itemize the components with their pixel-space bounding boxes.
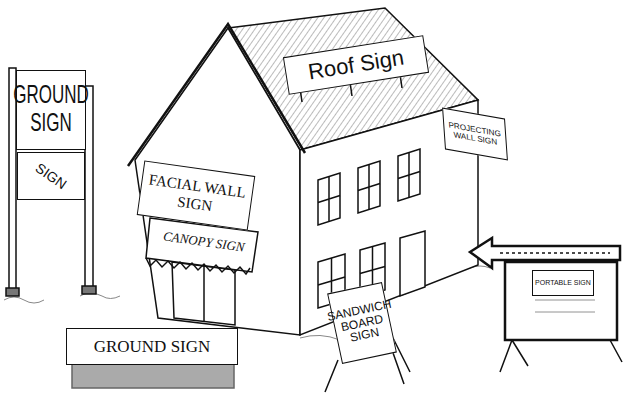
- sign-panel: GROUND SIGN: [16, 70, 86, 150]
- front-wall: [135, 28, 300, 335]
- window: [358, 161, 380, 213]
- sign-text: GROUND SIGN: [13, 82, 89, 138]
- sign-panel: GROUND SIGN: [66, 328, 238, 365]
- door: [400, 231, 425, 296]
- post-base: [6, 288, 19, 296]
- sign-text: PORTABLE SIGN: [535, 277, 591, 288]
- window-bar: [358, 165, 380, 210]
- sign-text: SIGN: [33, 160, 69, 191]
- sign-post: [85, 86, 93, 292]
- portable-frame: [505, 262, 617, 340]
- window-bar: [318, 177, 340, 222]
- sign-text: GROUND SIGN: [94, 338, 211, 355]
- window: [318, 173, 340, 225]
- sign-text: CANOPY SIGN: [162, 229, 245, 253]
- portable-legs: [500, 340, 622, 372]
- sign-text: Roof Sign: [307, 47, 406, 84]
- door-split: [203, 266, 205, 322]
- window-bar: [398, 153, 420, 198]
- sign-text: PROJECTING WALL SIGN: [444, 119, 506, 148]
- sign-text: SANDWICH BOARD SIGN: [326, 298, 398, 349]
- post-base: [82, 286, 96, 294]
- sign-panel: SIGN: [17, 152, 85, 200]
- canopy-valance: [146, 258, 250, 274]
- sign-panel: PORTABLE SIGN: [532, 270, 594, 296]
- window: [398, 149, 420, 201]
- roof-edge: [128, 24, 305, 166]
- front-door: [172, 262, 235, 325]
- sign-text: FACIAL WALL SIGN: [139, 171, 253, 220]
- monument-base: [72, 364, 234, 388]
- arrow-lights: [500, 252, 610, 254]
- panel-lines: [535, 300, 595, 312]
